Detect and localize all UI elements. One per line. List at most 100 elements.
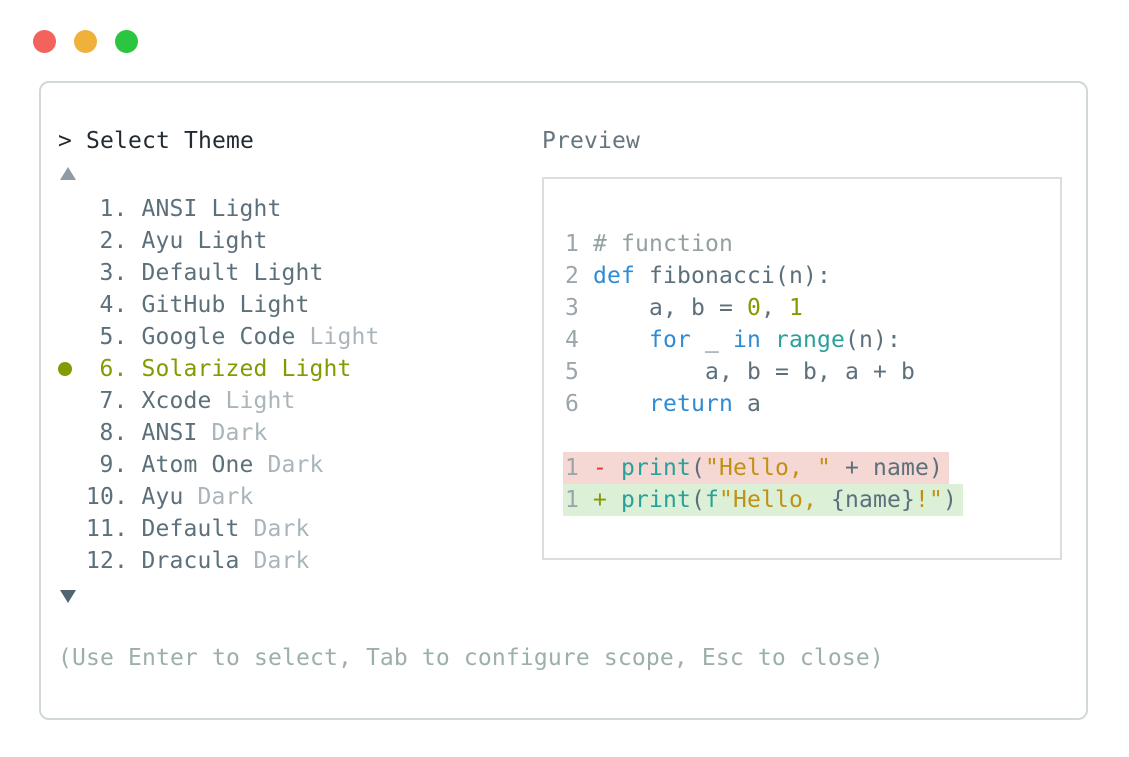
code-token-string: "Hello, <box>719 487 831 513</box>
theme-variant: Dark <box>197 484 254 510</box>
code-token-builtin: print <box>621 487 691 513</box>
theme-name: Dracula <box>141 548 240 574</box>
diff-line-deleted: 1 - print("Hello, " + name) <box>563 452 949 484</box>
dialog-title: > Select Theme <box>58 125 254 157</box>
code-token-default: , <box>760 295 789 321</box>
theme-option-ansi-dark[interactable]: 8. ANSI Dark <box>58 417 380 449</box>
scroll-down-icon[interactable] <box>60 590 76 603</box>
code-token-default: a, b = <box>593 295 747 321</box>
theme-variant: Light <box>253 260 324 286</box>
code-line: 1 # function <box>565 228 963 260</box>
minimize-window-icon[interactable] <box>74 30 97 53</box>
code-token-number: 1 <box>788 295 803 321</box>
code-token-keyword: return <box>649 391 733 417</box>
code-token-keyword: in <box>733 327 761 353</box>
window-controls <box>33 30 138 53</box>
code-token-default: {name} <box>830 487 915 513</box>
theme-option-default-light[interactable]: 3. Default Light <box>58 257 380 289</box>
preview-heading: Preview <box>542 128 640 154</box>
theme-option-solarized-light[interactable]: 6. Solarized Light <box>58 353 380 385</box>
code-token-builtin: f <box>705 487 719 513</box>
theme-number: 3. <box>99 260 128 286</box>
theme-variant: Dark <box>253 516 310 542</box>
theme-option-dracula-dark[interactable]: 12. Dracula Dark <box>58 545 380 577</box>
close-window-icon[interactable] <box>33 30 56 53</box>
theme-number: 7. <box>99 388 128 414</box>
theme-name: ANSI <box>141 420 198 446</box>
theme-number: 5. <box>99 324 128 350</box>
theme-number: 9. <box>99 452 128 478</box>
code-token-default <box>593 327 649 353</box>
theme-variant: Dark <box>211 420 268 446</box>
scroll-up-icon[interactable] <box>60 167 76 180</box>
code-token-number: 0 <box>746 295 761 321</box>
diff-minus-sign: - <box>593 455 607 481</box>
theme-number: 11. <box>86 516 128 542</box>
theme-variant: Light <box>197 228 268 254</box>
diff-plus-sign: + <box>593 487 607 513</box>
code-token-string: "Hello, " <box>705 455 831 481</box>
line-number: 6 <box>565 391 579 417</box>
blank-line <box>565 420 963 452</box>
code-token-string: !" <box>914 487 943 513</box>
code-line: 2 def fibonacci(n): <box>565 260 963 292</box>
theme-name: GitHub <box>141 292 226 318</box>
zoom-window-icon[interactable] <box>115 30 138 53</box>
code-token-default: ( <box>691 487 705 513</box>
code-token-default <box>593 391 649 417</box>
theme-number: 1. <box>99 196 128 222</box>
line-number: 2 <box>565 263 579 289</box>
theme-option-github-light[interactable]: 4. GitHub Light <box>58 289 380 321</box>
theme-number: 10. <box>86 484 128 510</box>
code-token-default: fibonacci(n): <box>635 263 831 289</box>
theme-variant: Light <box>281 356 352 382</box>
line-number: 1 <box>565 231 579 257</box>
code-line: 6 return a <box>565 388 963 420</box>
theme-name: Xcode <box>141 388 212 414</box>
line-number: 4 <box>565 327 579 353</box>
theme-option-ansi-light[interactable]: 1. ANSI Light <box>58 193 380 225</box>
theme-name: Ayu <box>141 484 184 510</box>
theme-name: Ayu <box>141 228 184 254</box>
theme-name: Atom One <box>141 452 254 478</box>
code-token-default: _ <box>691 327 733 353</box>
code-token-keyword: def <box>593 263 635 289</box>
theme-name: Solarized <box>141 356 268 382</box>
theme-option-xcode-light[interactable]: 7. Xcode Light <box>58 385 380 417</box>
theme-option-atom-one-dark[interactable]: 9. Atom One Dark <box>58 449 380 481</box>
line-number: 5 <box>565 359 579 385</box>
theme-name: ANSI <box>141 196 198 222</box>
code-line: 4 for _ in range(n): <box>565 324 963 356</box>
line-number: 1 <box>565 487 579 513</box>
theme-number: 4. <box>99 292 128 318</box>
code-line: 3 a, b = 0, 1 <box>565 292 963 324</box>
line-number: 3 <box>565 295 579 321</box>
code-token-default <box>761 327 775 353</box>
selected-bullet-icon <box>58 362 72 376</box>
theme-variant: Dark <box>253 548 310 574</box>
code-token-default: (n): <box>845 327 901 353</box>
dialog-title-text: Select Theme <box>86 128 254 154</box>
theme-variant: Light <box>211 196 282 222</box>
line-number: 1 <box>565 455 579 481</box>
theme-name: Default <box>141 516 240 542</box>
theme-variant: Dark <box>267 452 324 478</box>
theme-option-google-code-light[interactable]: 5. Google Code Light <box>58 321 380 353</box>
theme-option-default-dark[interactable]: 11. Default Dark <box>58 513 380 545</box>
diff-line-added: 1 + print(f"Hello, {name}!") <box>563 484 963 516</box>
code-token-comment: # function <box>593 231 733 257</box>
prompt-symbol: > <box>58 128 72 154</box>
code-token-default: ( <box>691 455 705 481</box>
code-line: 5 a, b = b, a + b <box>565 356 963 388</box>
theme-name: Google Code <box>141 324 296 350</box>
theme-number: 6. <box>99 356 128 382</box>
theme-number: 12. <box>86 548 128 574</box>
theme-variant: Light <box>239 292 310 318</box>
theme-option-ayu-dark[interactable]: 10. Ayu Dark <box>58 481 380 513</box>
theme-option-ayu-light[interactable]: 2. Ayu Light <box>58 225 380 257</box>
theme-variant: Light <box>225 388 296 414</box>
